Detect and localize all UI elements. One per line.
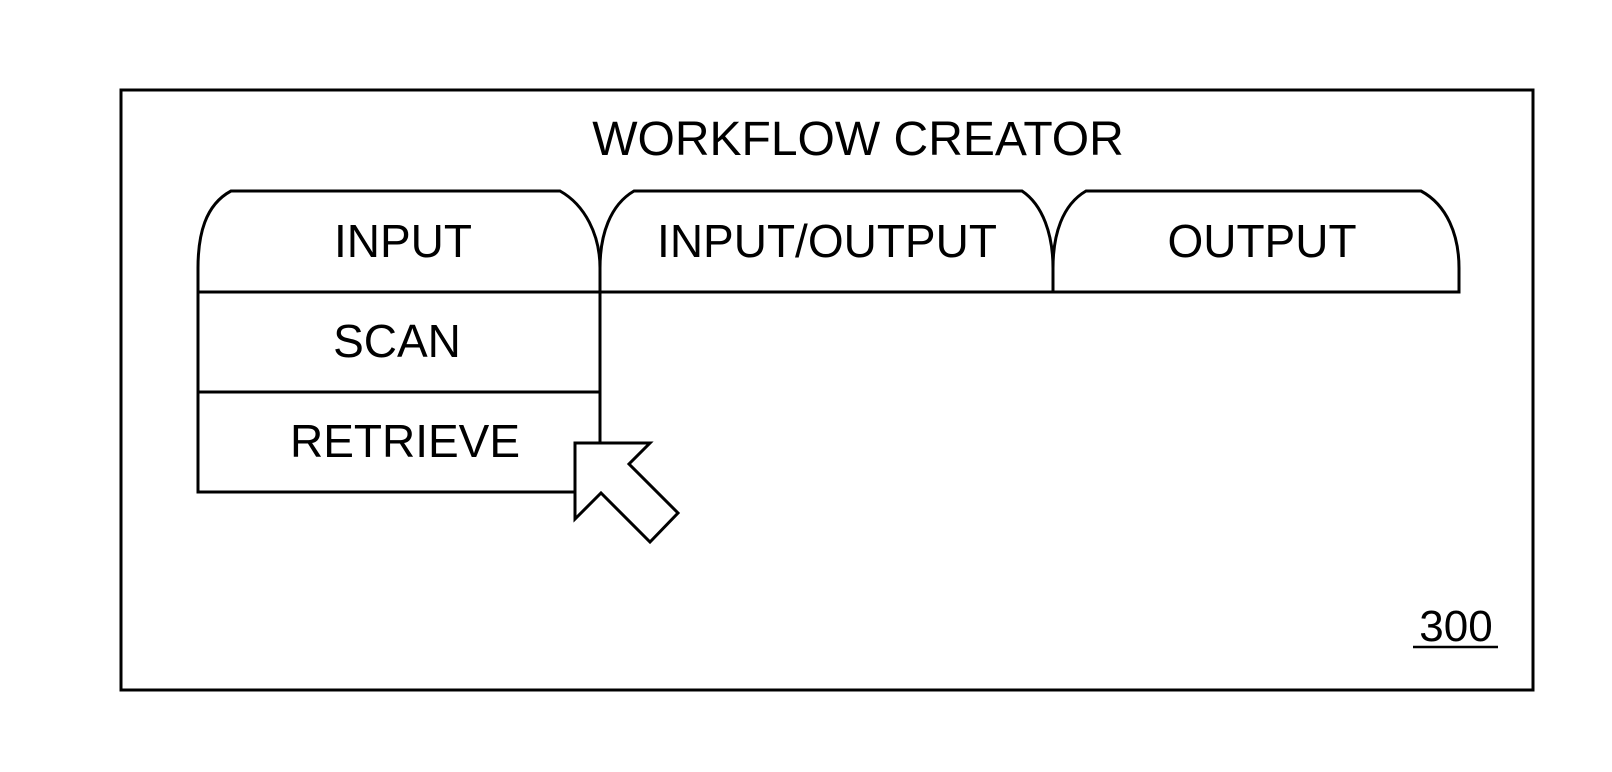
tab-output[interactable]: OUTPUT	[1053, 191, 1459, 292]
dropdown-item-retrieve-label: RETRIEVE	[290, 415, 520, 467]
reference-number-text: 300	[1419, 602, 1492, 651]
dropdown-item-scan-label: SCAN	[333, 315, 461, 367]
input-dropdown-menu: SCAN RETRIEVE	[198, 292, 600, 492]
tab-input-output[interactable]: INPUT/OUTPUT	[600, 191, 1053, 292]
reference-number: 300	[1413, 602, 1498, 651]
tab-input-label: INPUT	[334, 215, 472, 267]
tab-output-label: OUTPUT	[1167, 215, 1356, 267]
arrow-pointer-icon	[575, 443, 678, 542]
dropdown-item-scan[interactable]: SCAN	[333, 315, 461, 367]
window-title: WORKFLOW CREATOR	[592, 113, 1124, 166]
tab-input-output-label: INPUT/OUTPUT	[657, 215, 997, 267]
tab-input[interactable]: INPUT	[198, 191, 600, 292]
dropdown-item-retrieve[interactable]: RETRIEVE	[290, 415, 520, 467]
